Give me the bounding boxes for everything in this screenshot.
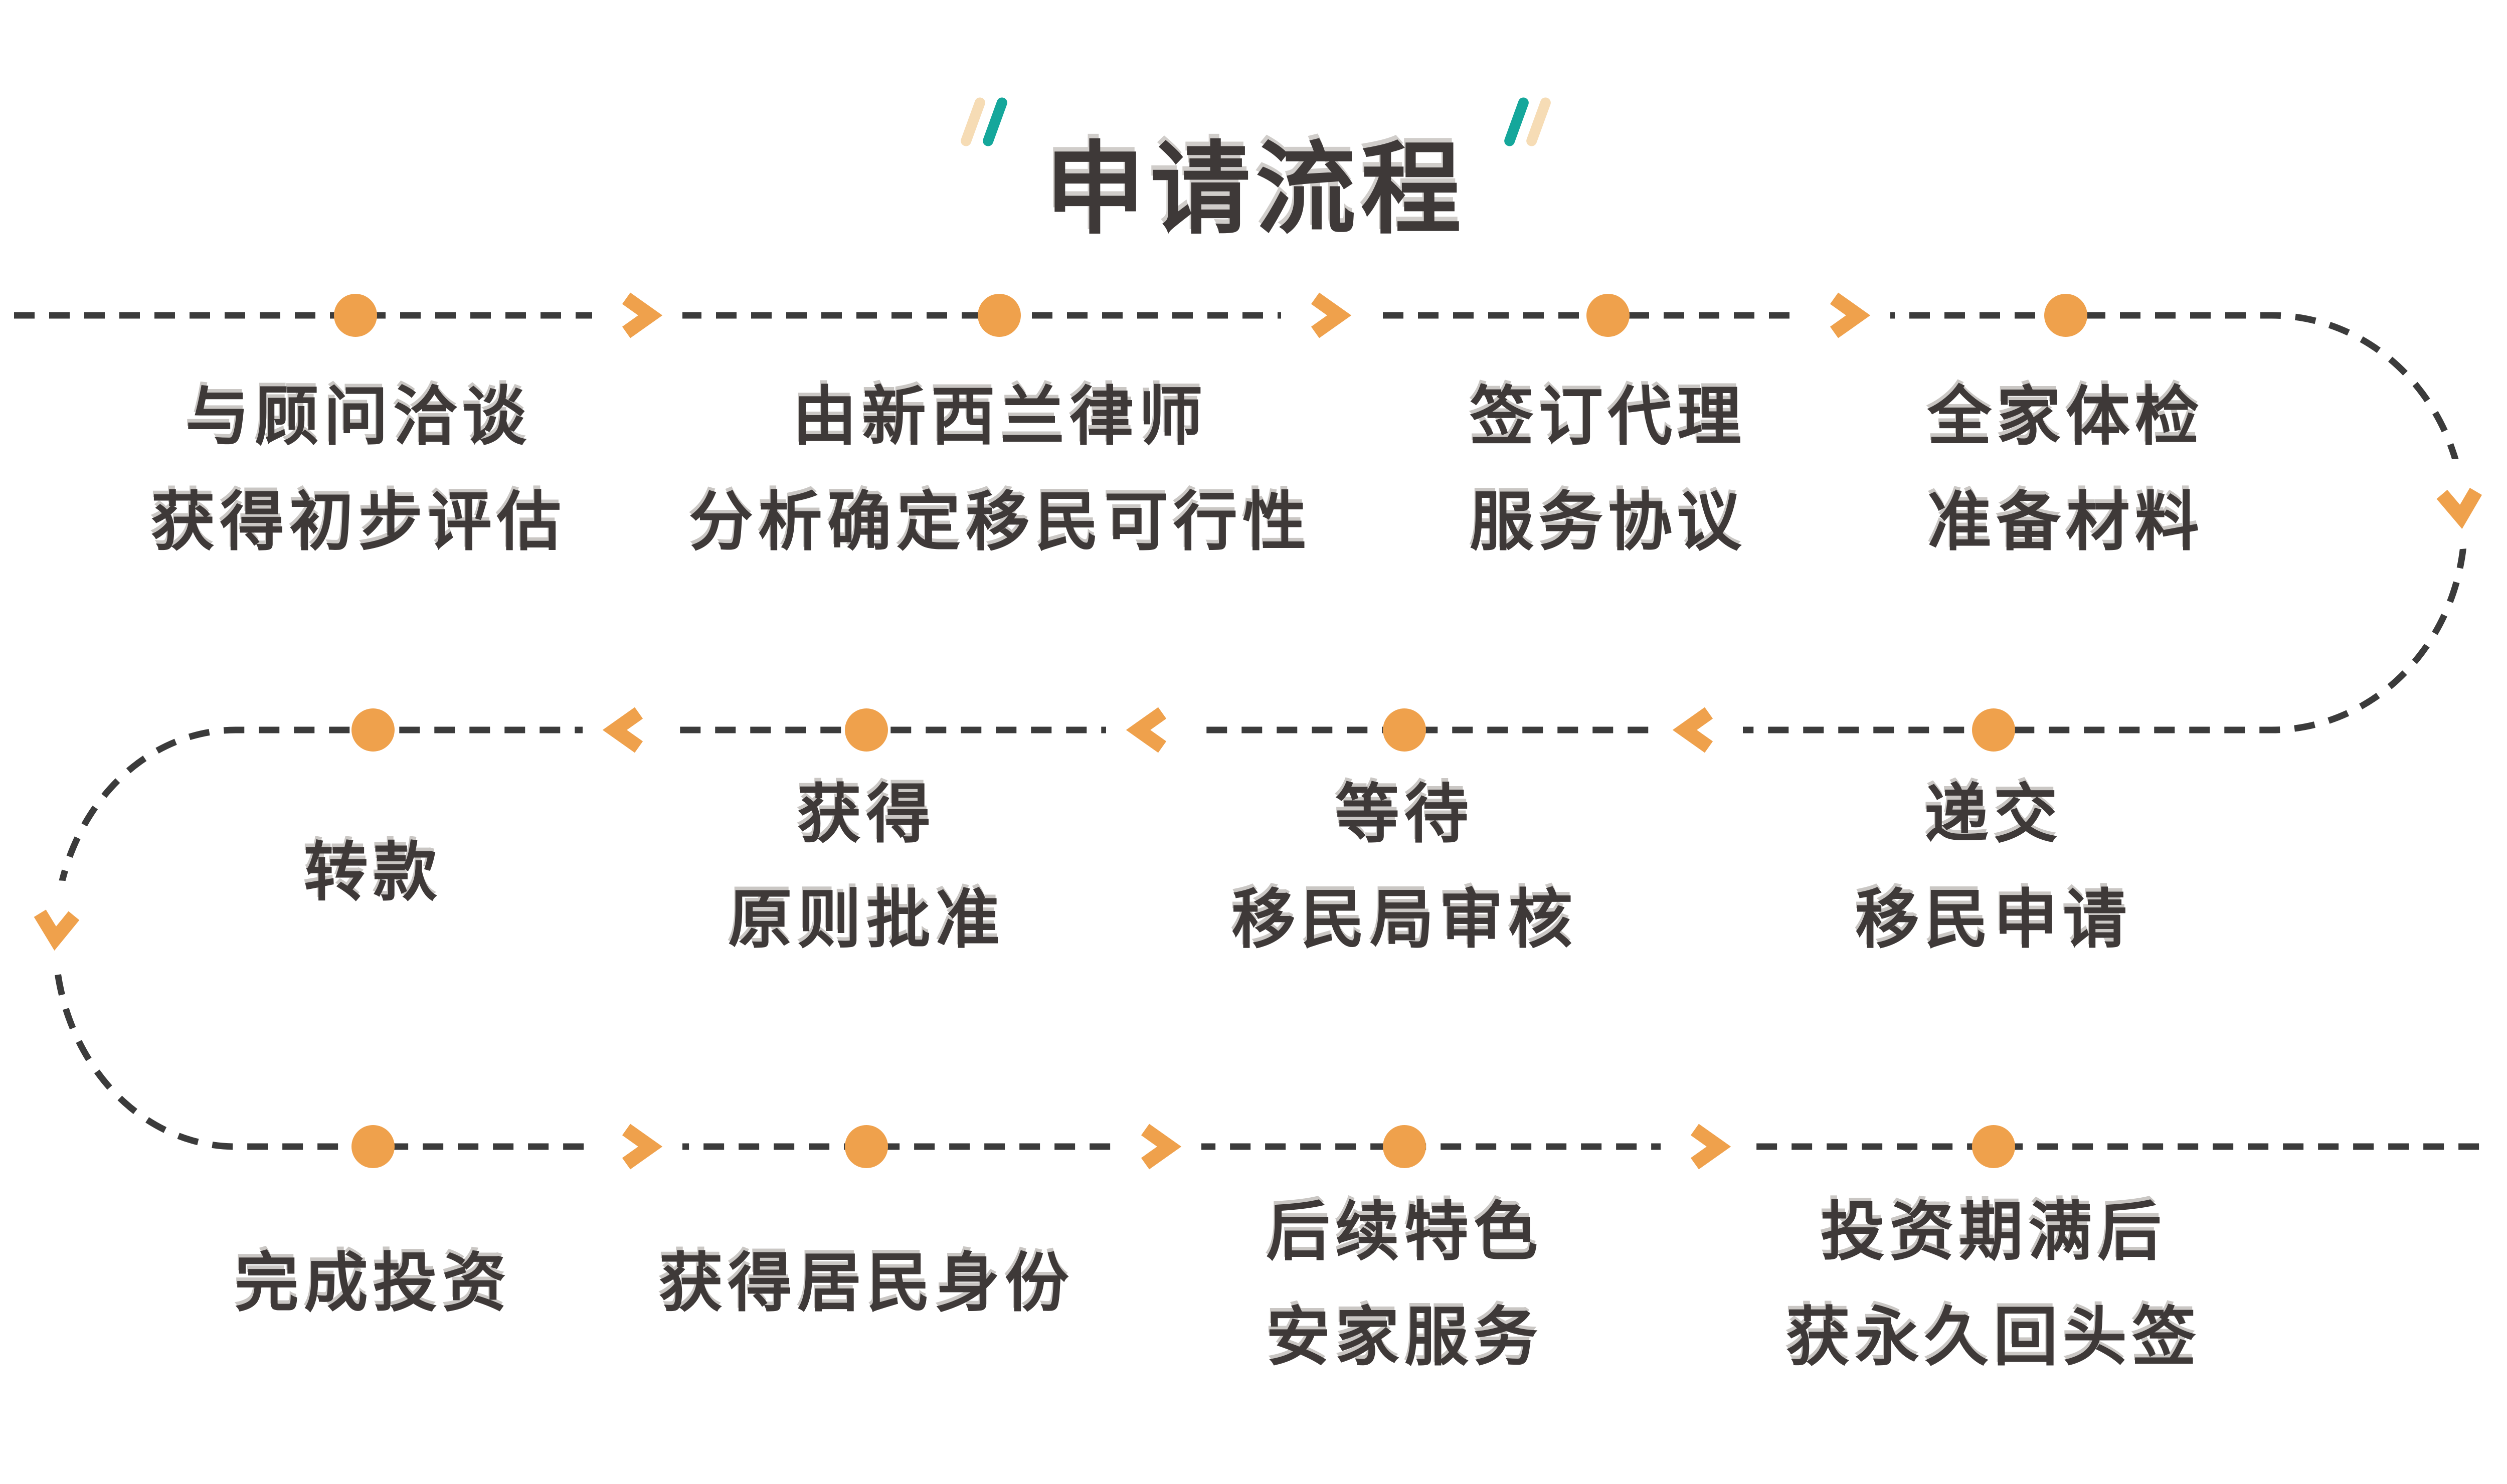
arrow-right-icon: [622, 292, 663, 338]
arrow-gap-mask: [2438, 457, 2482, 550]
step-label-line: 获永久回头签: [1785, 1300, 2202, 1375]
step-label-consult: 与顾问洽谈 获得初步评估: [151, 364, 566, 575]
flow-arrow: [592, 292, 682, 338]
flow-arrow: [1653, 707, 1743, 753]
flow-arrow: [1281, 292, 1371, 338]
flow-arrow: [592, 1124, 682, 1170]
arrow-left-icon: [602, 707, 643, 753]
step-label-line: 服务协议: [1469, 485, 1747, 560]
arrow-right-icon: [1311, 292, 1352, 338]
step-dot: [334, 294, 377, 337]
step-label-line: 后续特色: [1266, 1195, 1543, 1269]
step-dot: [351, 708, 395, 752]
step-label-line: 获得: [797, 777, 936, 852]
arrow-right-icon: [1830, 292, 1871, 338]
step-label-sign-agreement: 签订代理 服务协议: [1470, 364, 1746, 575]
step-label-line: 签订代理: [1469, 380, 1747, 454]
arrow-left-icon: [1126, 707, 1167, 753]
arrow-gap-mask: [35, 879, 78, 972]
step-dot: [845, 1125, 888, 1168]
step-label-approval-in-principle: 获得 原则批准: [728, 762, 1005, 973]
step-dot: [1972, 708, 2015, 752]
step-label-submit-application: 递交 移民申请: [1855, 762, 2132, 973]
step-label-line: 获得居民身份: [658, 1246, 1075, 1321]
arrow-down-icon: [2436, 488, 2482, 529]
step-label-settlement-service: 后续特色 安家服务: [1266, 1180, 1543, 1390]
flow-arrow: [1661, 1124, 1751, 1170]
process-flow-path: [14, 312, 2492, 1150]
step-label-line: 递交: [1924, 777, 2063, 852]
flow-arrow: [1800, 292, 1890, 338]
step-label-line: 等待: [1335, 777, 1474, 852]
step-label-line: 全家体检: [1927, 380, 2205, 454]
step-label-permanent-return-visa: 投资期满后 获永久回头签: [1786, 1180, 2201, 1390]
step-label-transfer-funds: 转款: [304, 820, 442, 925]
step-label-line: 由新西兰律师: [792, 380, 1208, 454]
step-label-resident-status: 获得居民身份: [659, 1231, 1074, 1336]
step-label-line: 完成投资: [234, 1246, 512, 1321]
step-label-medical-check: 全家体检 准备材料: [1927, 364, 2204, 575]
step-label-lawyer-analysis: 由新西兰律师 分析确定移民可行性: [689, 364, 1312, 575]
arrow-down-icon: [34, 909, 80, 951]
step-label-line: 安家服务: [1266, 1300, 1543, 1375]
arrow-right-icon: [1141, 1124, 1182, 1170]
step-dot: [1383, 708, 1426, 752]
arrow-left-icon: [1672, 707, 1713, 753]
flow-arrow: [34, 879, 80, 972]
step-label-line: 原则批准: [728, 882, 1005, 957]
flow-arrow: [583, 707, 673, 753]
step-label-line: 投资期满后: [1820, 1195, 2167, 1269]
step-label-line: 准备材料: [1927, 485, 2205, 560]
step-dot: [845, 708, 888, 752]
step-label-wait-review: 等待 移民局审核: [1231, 762, 1577, 973]
step-dot: [1586, 294, 1630, 337]
step-dot: [978, 294, 1021, 337]
step-dot: [351, 1125, 395, 1168]
arrow-right-icon: [1690, 1124, 1731, 1170]
step-label-line: 分析确定移民可行性: [688, 485, 1312, 560]
flow-arrow: [1111, 1124, 1201, 1170]
page-title: 申请流程: [1044, 131, 1467, 248]
step-label-line: 与顾问洽谈: [185, 380, 532, 454]
step-label-line: 转款: [303, 835, 443, 910]
step-label-complete-investment: 完成投资: [235, 1231, 511, 1336]
step-dot: [2044, 294, 2087, 337]
flow-arrow: [2436, 457, 2482, 550]
step-label-line: 移民申请: [1855, 882, 2132, 957]
flow-arrow: [1106, 707, 1196, 753]
step-dot: [1972, 1125, 2015, 1168]
arrow-right-icon: [622, 1124, 663, 1170]
step-label-line: 移民局审核: [1231, 882, 1578, 957]
step-label-line: 获得初步评估: [150, 485, 567, 560]
step-dot: [1383, 1125, 1426, 1168]
